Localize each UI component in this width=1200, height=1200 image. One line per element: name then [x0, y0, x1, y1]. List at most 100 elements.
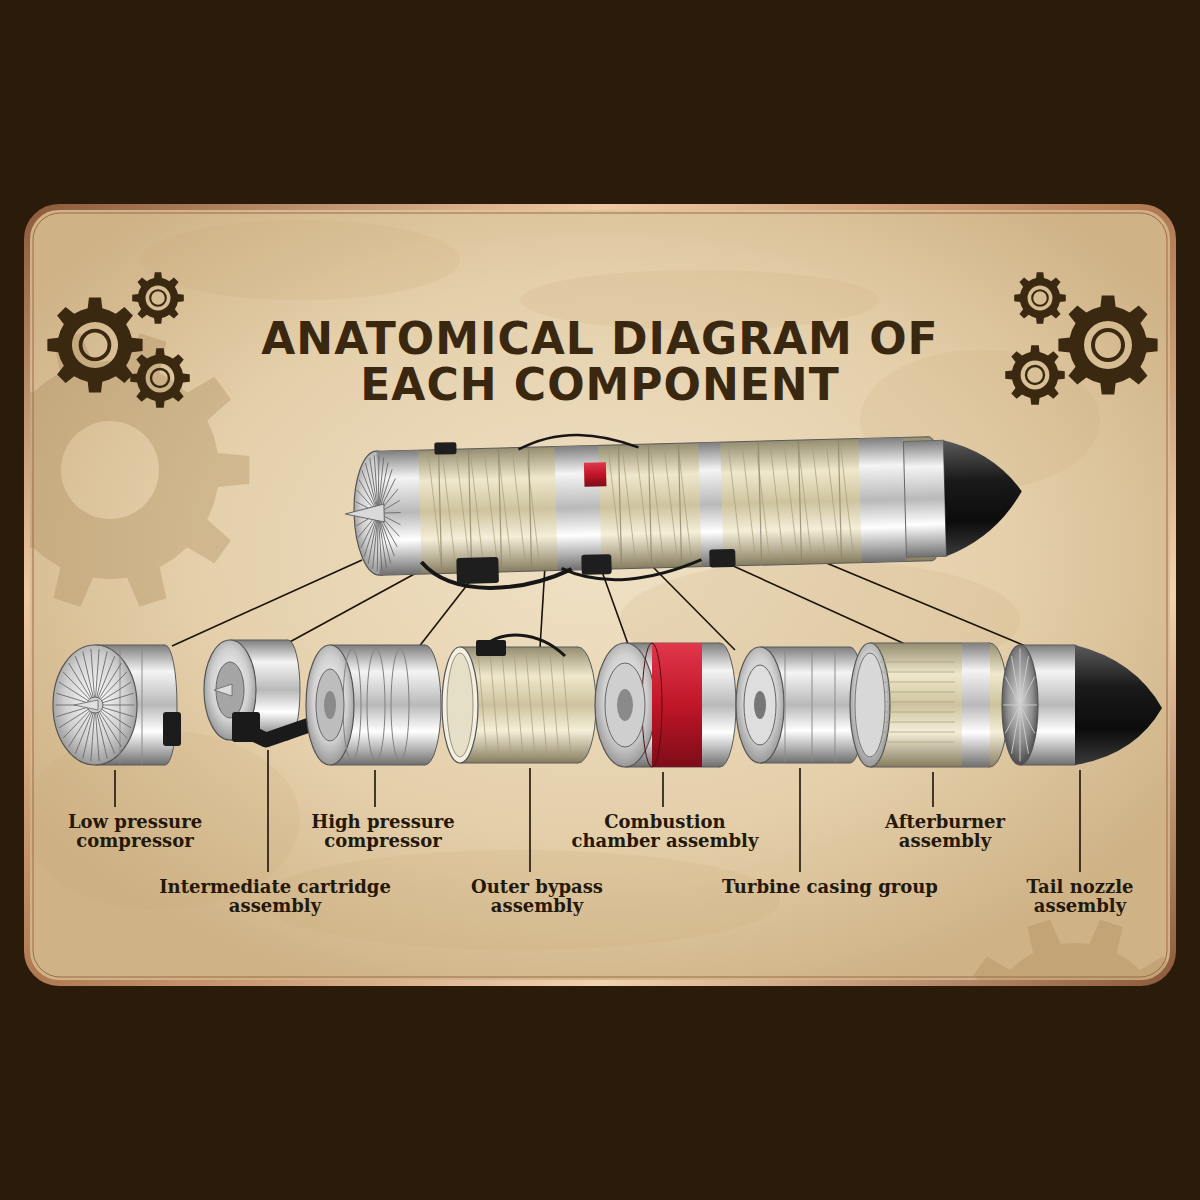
control-box: [434, 442, 456, 455]
leader-line: [720, 560, 905, 644]
tube-opening: [447, 653, 473, 757]
hatch-line: [729, 449, 742, 559]
hatch-line: [526, 652, 535, 758]
hatch-line: [513, 454, 526, 564]
hatch-line: [665, 450, 678, 560]
hatch-line: [485, 455, 498, 565]
disc: [367, 649, 385, 761]
leader-line: [650, 564, 735, 650]
grill-line: [880, 702, 955, 703]
gear-hub: [81, 331, 110, 360]
gear-hub: [1032, 290, 1048, 306]
grill-line: [880, 722, 955, 723]
metal-ring: [858, 437, 906, 562]
ic-edge: [230, 640, 288, 641]
grill-line: [880, 732, 955, 733]
outer-bypass-figure: [442, 635, 596, 763]
inner-ring: [744, 665, 776, 745]
hp-edge: [330, 765, 425, 766]
leader-lines: [172, 552, 1030, 650]
hatch-line: [471, 455, 484, 565]
grill-line: [880, 692, 955, 693]
gear-icon: [130, 348, 190, 408]
label-leader: [529, 768, 531, 872]
fan-blade: [1020, 649, 1021, 705]
fan-blade: [1020, 705, 1028, 754]
band-line: [784, 648, 785, 762]
hatch-line: [637, 451, 650, 561]
hub: [617, 689, 633, 721]
intermediate-cartridge-figure: [204, 640, 318, 742]
tc-edge: [760, 647, 850, 648]
gear-hub: [1026, 366, 1044, 384]
hatch-line: [490, 652, 499, 758]
inner-ring: [605, 663, 645, 747]
label-leaders: [115, 750, 1080, 872]
afterburner-figure: [850, 643, 1008, 767]
engine-body: [376, 437, 931, 575]
hatch-line: [457, 456, 470, 566]
hatch-line: [550, 652, 559, 758]
cc-face: [595, 643, 655, 767]
band-line: [498, 449, 501, 571]
gear-icon: [1014, 272, 1066, 324]
ob-face: [442, 647, 478, 763]
band-line: [798, 441, 801, 563]
ring: [903, 440, 946, 557]
parchment-texture: [27, 220, 1100, 950]
fan-blade: [1020, 677, 1035, 705]
band-line: [468, 450, 471, 572]
fan-blade: [1003, 705, 1020, 706]
hatch-line: [478, 652, 487, 758]
band-line: [648, 445, 651, 567]
stain: [140, 220, 460, 300]
stain: [260, 850, 780, 950]
hatch-line: [443, 456, 456, 566]
grill-line: [880, 662, 955, 663]
diagram-title: ANATOMICAL DIAGRAM OF EACH COMPONENT: [220, 316, 980, 408]
label-leader: [662, 772, 664, 807]
hatch-line: [827, 446, 840, 556]
hatch-line: [562, 652, 571, 758]
gear-hub: [1093, 330, 1123, 360]
hatch-line: [514, 652, 523, 758]
band-line: [838, 440, 841, 562]
panel-border: [27, 207, 1173, 983]
hatch-line: [771, 448, 784, 558]
grill-line: [880, 742, 955, 743]
control-box: [456, 557, 499, 584]
label-leader: [1079, 770, 1081, 872]
inner-ring: [316, 669, 344, 741]
combustion-chamber-figure: [595, 643, 736, 767]
hatch-line: [623, 451, 636, 561]
hub: [754, 691, 766, 719]
hatch-line: [785, 447, 798, 557]
part-label: Combustion chamber assembly: [563, 812, 768, 850]
fan-blade: [1012, 656, 1020, 705]
high-pressure-compressor-figure: [306, 645, 441, 765]
hatch-line: [813, 447, 826, 557]
grill-line: [880, 682, 955, 683]
tail-cone: [1075, 645, 1162, 765]
wire: [518, 433, 638, 450]
fan-blade: [374, 455, 378, 513]
metal-ring: [698, 442, 723, 567]
hub: [324, 691, 336, 719]
gear-hub: [151, 369, 169, 387]
gear-hub: [150, 290, 166, 306]
faint-gears: [27, 333, 1173, 983]
tail-nozzle-figure: [1002, 645, 1162, 765]
gear-icon: [1058, 295, 1157, 394]
band-line: [438, 451, 441, 573]
control-box: [581, 554, 612, 575]
grill-line: [880, 672, 955, 673]
band-line: [618, 446, 621, 568]
fan-blade: [370, 458, 378, 514]
band-line: [834, 648, 835, 762]
tc-edge: [760, 763, 850, 764]
label-leader: [932, 772, 934, 807]
grill-line: [880, 712, 955, 713]
